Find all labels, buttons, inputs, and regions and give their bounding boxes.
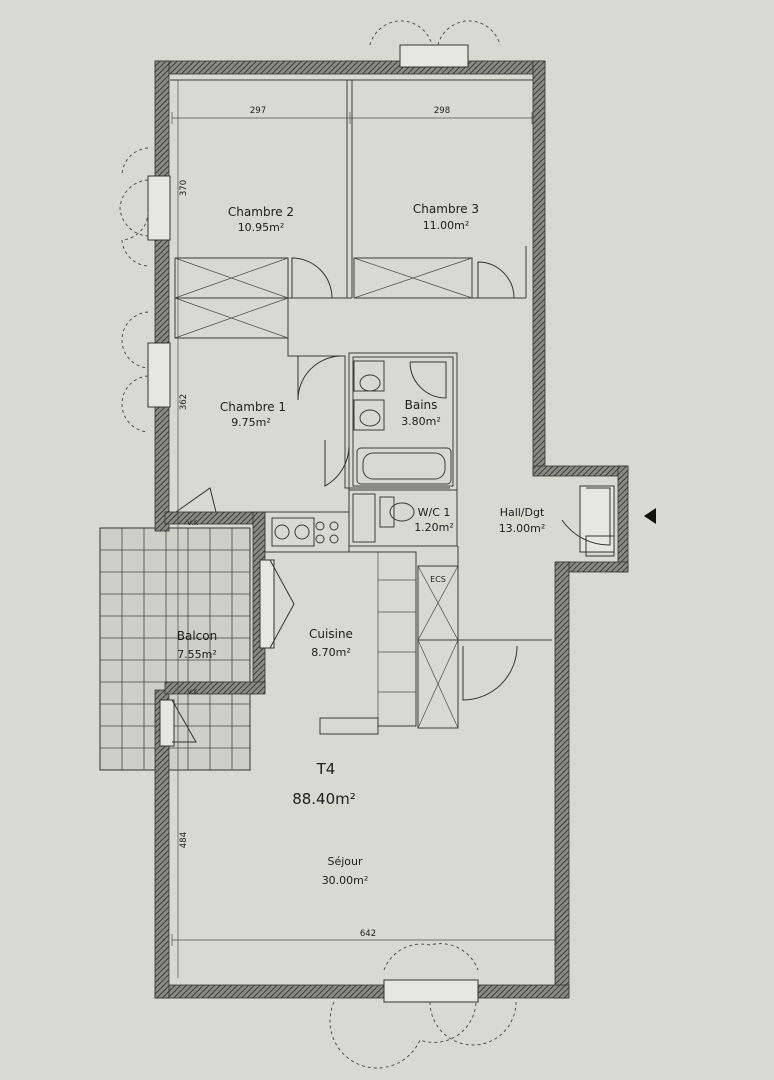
dim-height-bottom: 484	[179, 832, 189, 848]
unit-area: 88.40m²	[292, 790, 356, 808]
unit-name: T4	[316, 760, 336, 778]
dimension-lines	[171, 80, 557, 978]
room-sejour-name: Séjour	[327, 855, 363, 868]
room-chambre3-area: 11.00m²	[423, 219, 470, 232]
room-wc-name: W/C 1	[418, 506, 451, 519]
dim-width-left: 297	[250, 106, 266, 116]
balcony-floor	[99, 527, 251, 771]
doors	[171, 257, 611, 743]
window-swings	[119, 20, 517, 1069]
vr-label-bottom: v.r.	[187, 687, 199, 696]
room-bains-name: Bains	[405, 398, 438, 412]
ecs-label: ECS	[430, 575, 446, 584]
room-wc-area: 1.20m²	[414, 521, 454, 534]
interior-walls	[170, 79, 552, 735]
dim-width-sejour: 642	[360, 929, 376, 939]
room-chambre2-name: Chambre 2	[228, 205, 294, 219]
room-chambre2-area: 10.95m²	[238, 221, 285, 234]
dim-height-mid: 362	[179, 394, 189, 410]
room-chambre3-name: Chambre 3	[413, 202, 479, 216]
room-hall-name: Hall/Dgt	[500, 506, 545, 519]
room-balcon-name: Balcon	[177, 629, 217, 643]
room-sejour-area: 30.00m²	[322, 874, 369, 887]
labels: 297 298 370 362 484 642 Chambre 2 10.95m…	[177, 106, 546, 939]
room-cuisine-area: 8.70m²	[311, 646, 351, 659]
room-chambre1-area: 9.75m²	[231, 416, 271, 429]
dim-height-top: 370	[179, 180, 189, 196]
room-bains-area: 3.80m²	[401, 415, 441, 428]
room-hall-area: 13.00m²	[499, 522, 546, 535]
entrance-arrow-icon	[644, 508, 656, 524]
room-balcon-area: 7.55m²	[177, 648, 217, 661]
windows	[147, 44, 615, 1003]
vr-label-top: v.r.	[187, 518, 199, 527]
room-cuisine-name: Cuisine	[309, 627, 353, 641]
dim-width-right: 298	[434, 106, 450, 116]
hall-cabinet	[585, 535, 615, 557]
room-chambre1-name: Chambre 1	[220, 400, 286, 414]
